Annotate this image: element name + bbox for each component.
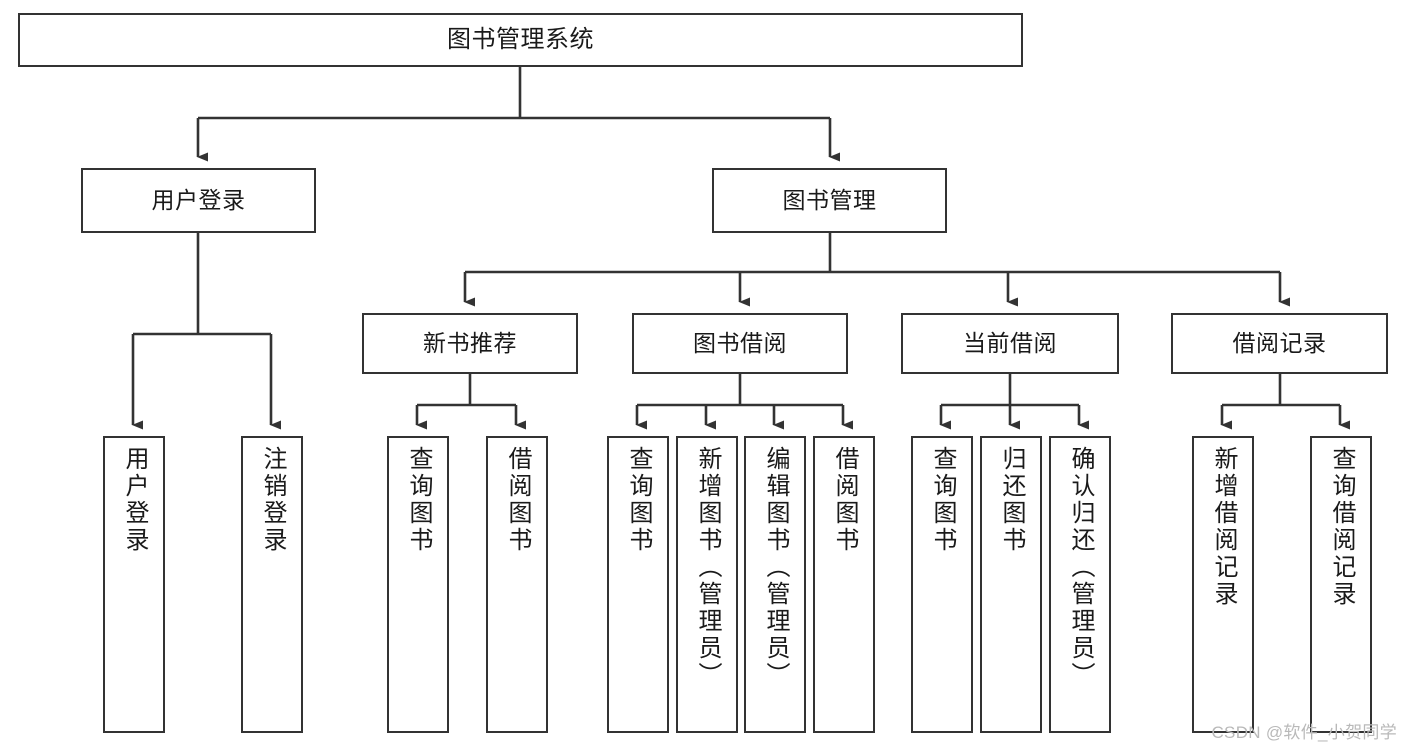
leaf-bb-borrow-book-label: 借阅图书 bbox=[831, 446, 858, 554]
leaf-logout-label: 注销登录 bbox=[259, 446, 286, 554]
leaf-nbr-query-book[interactable]: 查询图书 bbox=[387, 436, 449, 733]
leaf-bb-query-book[interactable]: 查询图书 bbox=[607, 436, 669, 733]
leaf-user-login-label: 用户登录 bbox=[121, 446, 148, 554]
node-user-login[interactable]: 用户登录 bbox=[81, 168, 316, 233]
leaf-bb-borrow-book[interactable]: 借阅图书 bbox=[813, 436, 875, 733]
node-user-login-label: 用户登录 bbox=[151, 186, 246, 213]
leaf-br-query-record[interactable]: 查询借阅记录 bbox=[1310, 436, 1372, 733]
csdn-watermark: CSDN @软件_小贺同学 bbox=[1211, 723, 1397, 742]
node-book-borrow[interactable]: 图书借阅 bbox=[632, 313, 848, 374]
leaf-nbr-query-book-label: 查询图书 bbox=[405, 446, 432, 554]
node-root[interactable]: 图书管理系统 bbox=[18, 13, 1023, 67]
leaf-br-query-record-label: 查询借阅记录 bbox=[1328, 446, 1355, 608]
leaf-nbr-borrow-book[interactable]: 借阅图书 bbox=[486, 436, 548, 733]
leaf-bb-edit-book[interactable]: 编辑图书（管理员） bbox=[744, 436, 806, 733]
leaf-cb-return-book-label: 归还图书 bbox=[998, 446, 1025, 554]
node-borrow-record-label: 借阅记录 bbox=[1232, 329, 1327, 356]
leaf-cb-query-book-label: 查询图书 bbox=[929, 446, 956, 554]
leaf-bb-query-book-label: 查询图书 bbox=[625, 446, 652, 554]
leaf-cb-query-book[interactable]: 查询图书 bbox=[911, 436, 973, 733]
leaf-br-add-record-label: 新增借阅记录 bbox=[1210, 446, 1237, 608]
leaf-logout[interactable]: 注销登录 bbox=[241, 436, 303, 733]
leaf-user-login[interactable]: 用户登录 bbox=[103, 436, 165, 733]
leaf-bb-add-book-label: 新增图书（管理员） bbox=[694, 446, 721, 689]
node-book-borrow-label: 图书借阅 bbox=[693, 329, 787, 356]
leaf-cb-confirm-return-label: 确认归还（管理员） bbox=[1067, 446, 1094, 689]
node-new-book-recommend[interactable]: 新书推荐 bbox=[362, 313, 578, 374]
leaf-bb-add-book[interactable]: 新增图书（管理员） bbox=[676, 436, 738, 733]
node-new-book-recommend-label: 新书推荐 bbox=[423, 329, 517, 356]
node-borrow-record[interactable]: 借阅记录 bbox=[1171, 313, 1388, 374]
leaf-br-add-record[interactable]: 新增借阅记录 bbox=[1192, 436, 1254, 733]
node-book-manage[interactable]: 图书管理 bbox=[712, 168, 947, 233]
leaf-nbr-borrow-book-label: 借阅图书 bbox=[504, 446, 531, 554]
node-current-borrow[interactable]: 当前借阅 bbox=[901, 313, 1119, 374]
node-current-borrow-label: 当前借阅 bbox=[963, 329, 1057, 356]
leaf-cb-return-book[interactable]: 归还图书 bbox=[980, 436, 1042, 733]
leaf-bb-edit-book-label: 编辑图书（管理员） bbox=[762, 446, 789, 689]
node-book-manage-label: 图书管理 bbox=[782, 186, 877, 213]
leaf-cb-confirm-return[interactable]: 确认归还（管理员） bbox=[1049, 436, 1111, 733]
node-root-label: 图书管理系统 bbox=[447, 25, 594, 53]
